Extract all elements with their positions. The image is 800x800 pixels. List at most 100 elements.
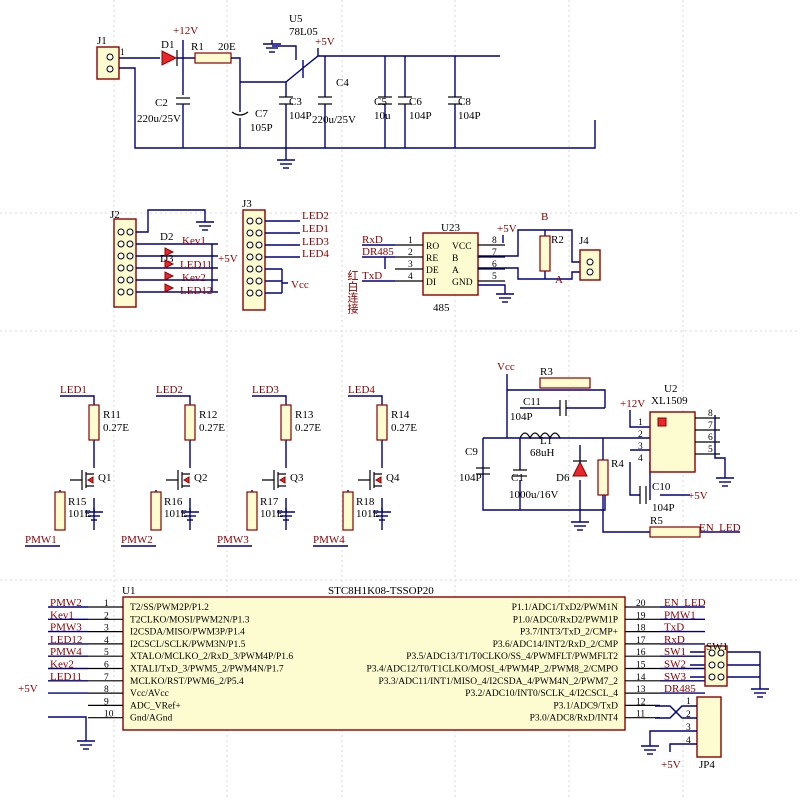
pin-circle: [708, 649, 716, 657]
c6-value: 104P: [409, 110, 432, 122]
pin-name: B: [452, 254, 458, 264]
pin-circle: [126, 252, 134, 260]
wire: [272, 45, 297, 60]
pin-name: ADC_VRef+: [130, 700, 181, 711]
net-led3: LED3: [302, 236, 329, 248]
pin-name: Gnd/AGnd: [130, 714, 172, 724]
resistor[interactable]: [88, 404, 100, 441]
net-label: DR485: [664, 683, 696, 695]
resistor[interactable]: [280, 404, 292, 441]
transceiver-u23[interactable]: [422, 232, 479, 296]
pin-number: 11: [636, 710, 645, 720]
connector-j1[interactable]: [96, 46, 120, 80]
pin-number: 9: [104, 697, 109, 707]
mosfet-arrow-icon: [279, 476, 286, 484]
wire: [182, 57, 286, 112]
j1-pin: 1: [120, 48, 125, 58]
ground-icon: [640, 742, 660, 755]
c8-value: 104P: [458, 110, 481, 122]
pin-number: 12: [636, 697, 646, 707]
mosfet-arrow-icon: [183, 476, 190, 484]
resistor-ref: R18: [356, 496, 375, 508]
pin-number: 6: [708, 433, 713, 443]
pin-number: 4: [638, 454, 643, 464]
c4-ref: C4: [336, 77, 349, 89]
c11-value: 104P: [510, 411, 533, 423]
net-label: +5V: [18, 683, 38, 695]
c9-value: 104P: [459, 472, 482, 484]
net-b: B: [541, 211, 548, 223]
resistor[interactable]: [150, 491, 162, 531]
resistor-r1[interactable]: [194, 52, 232, 64]
pin-number: 8: [708, 409, 713, 419]
resistor-r3[interactable]: [539, 377, 591, 389]
diode-d2-icon: [164, 247, 175, 257]
net-label: LED1: [60, 384, 87, 396]
pin-circle: [255, 217, 263, 225]
pin-name: RE: [426, 254, 438, 264]
resistor[interactable]: [246, 491, 258, 531]
c10-ref: C10: [652, 481, 671, 493]
regulator-u5[interactable]: [285, 55, 340, 83]
resistor[interactable]: [184, 404, 196, 441]
pin-name: P1.1/ADC1/TxD2/PWM1N: [512, 603, 618, 613]
mosfet-icon[interactable]: [358, 470, 382, 490]
pin-circle: [246, 217, 254, 225]
resistor[interactable]: [376, 404, 388, 441]
header-jp4[interactable]: [696, 696, 722, 758]
pin-circle: [246, 265, 254, 273]
resistor-ref: R13: [295, 409, 314, 421]
j4-ref: J4: [579, 235, 589, 247]
resistor-value: 101E: [356, 508, 380, 520]
pin-circle: [246, 289, 254, 297]
j2-ref: J2: [110, 209, 120, 221]
resistor-ref: R15: [68, 496, 87, 508]
r5-ref: R5: [650, 515, 663, 527]
resistor[interactable]: [342, 491, 354, 531]
mosfet-icon[interactable]: [166, 470, 190, 490]
net-label: PMW4: [50, 646, 82, 658]
resistor-r2[interactable]: [539, 235, 551, 272]
d2-ref: D2: [160, 231, 173, 243]
pin-circle: [117, 288, 125, 296]
c3-ref: C3: [289, 96, 302, 108]
mosfet-icon[interactable]: [262, 470, 286, 490]
resistor-value: 101E: [68, 508, 92, 520]
pin-circle: [117, 276, 125, 284]
mcu-u1[interactable]: [122, 596, 626, 731]
resistor[interactable]: [54, 491, 66, 531]
net-label: LED4: [348, 384, 375, 396]
pin-circle: [717, 661, 725, 669]
r1-ref: R1: [191, 41, 204, 53]
mosfet-icon[interactable]: [70, 470, 94, 490]
resistor-ref: R11: [103, 409, 121, 421]
c7-ref: C7: [255, 108, 268, 120]
ground-icon: [495, 290, 515, 303]
net-label: PMW1: [25, 534, 57, 546]
pin-number: 5: [104, 648, 109, 658]
mosfet-arrow-icon: [87, 476, 94, 484]
mosfet-arrow-icon: [375, 476, 382, 484]
pin-number: 4: [104, 636, 109, 646]
c6-ref: C6: [409, 96, 422, 108]
pin-number: 2: [638, 430, 643, 440]
resistor-r4[interactable]: [597, 459, 609, 496]
resistor-r5[interactable]: [649, 526, 701, 538]
pin-circle: [717, 649, 725, 657]
diode-d3-icon: [164, 283, 175, 293]
pin-name: P3.1/ADC9/TxD: [553, 701, 618, 711]
l1-ref: L1: [540, 435, 552, 447]
pin-name: P3.4/ADC12/T0/T1CLKO/MOSI_4/PWM4P_2/PWM8…: [366, 665, 618, 675]
pin-number: 8: [492, 236, 497, 246]
wire: [714, 415, 726, 474]
net-label: PMW3: [50, 622, 82, 634]
pin-name: P3.2/ADC10/INT0/SCLK_4/I2CSCL_4: [465, 689, 618, 699]
converter-u2[interactable]: [649, 411, 696, 473]
net-label: RxD: [362, 234, 383, 246]
transistor-ref: Q1: [98, 472, 111, 484]
resistor-value: 101E: [260, 508, 284, 520]
inductor-l1[interactable]: [519, 432, 561, 440]
wire: [602, 510, 740, 533]
